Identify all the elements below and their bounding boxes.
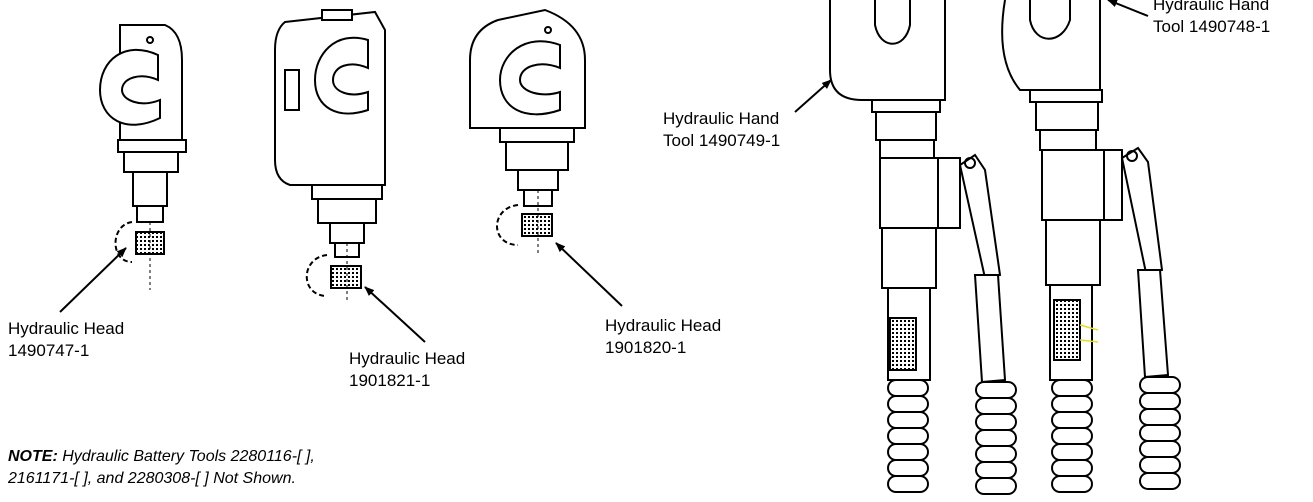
label-line: Tool 1490748-1 <box>1153 17 1271 36</box>
label-line: 1901820-1 <box>605 338 687 357</box>
label-head-1490747: Hydraulic Head 1490747-1 <box>8 318 124 362</box>
leader-arrow-tool-1490749 <box>794 79 832 113</box>
leader-arrow-head-1901821 <box>364 286 426 343</box>
note-prefix: NOTE: <box>8 448 58 465</box>
label-head-1901820: Hydraulic Head 1901820-1 <box>605 315 721 359</box>
note-line-1: NOTE: Hydraulic Battery Tools 2280116-[ … <box>8 446 315 468</box>
hydraulic-head-1901820 <box>469 8 586 255</box>
label-head-1901821: Hydraulic Head 1901821-1 <box>349 348 465 392</box>
label-line: 1490747-1 <box>8 341 90 360</box>
note: NOTE: Hydraulic Battery Tools 2280116-[ … <box>8 446 315 490</box>
hydraulic-hand-tool-1490749 <box>829 0 1017 495</box>
label-line: Hydraulic Head <box>605 316 722 335</box>
hydraulic-head-1490747 <box>98 24 187 290</box>
label-line: Tool 1490749-1 <box>663 131 781 150</box>
hydraulic-head-1901821 <box>274 9 386 300</box>
label-line: Hydraulic Head <box>349 349 466 368</box>
label-tool-1490748: Hydraulic Hand Tool 1490748-1 <box>1153 0 1270 38</box>
leader-arrow-head-1490747 <box>59 247 127 313</box>
label-line: Hydraulic Head <box>8 319 125 338</box>
label-line: Hydraulic Hand <box>1153 0 1270 14</box>
leader-arrow-tool-1490748 <box>1107 0 1149 17</box>
label-line: 1901821-1 <box>349 371 431 390</box>
note-text: Hydraulic Battery Tools 2280116-[ ], <box>57 448 315 465</box>
hydraulic-hand-tool-1490748 <box>1001 0 1181 493</box>
label-line: Hydraulic Hand <box>663 109 780 128</box>
label-tool-1490749: Hydraulic Hand Tool 1490749-1 <box>663 108 780 152</box>
leader-arrow-head-1901820 <box>555 242 623 307</box>
note-line-2: 2161171-[ ], and 2280308-[ ] Not Shown. <box>8 470 296 487</box>
